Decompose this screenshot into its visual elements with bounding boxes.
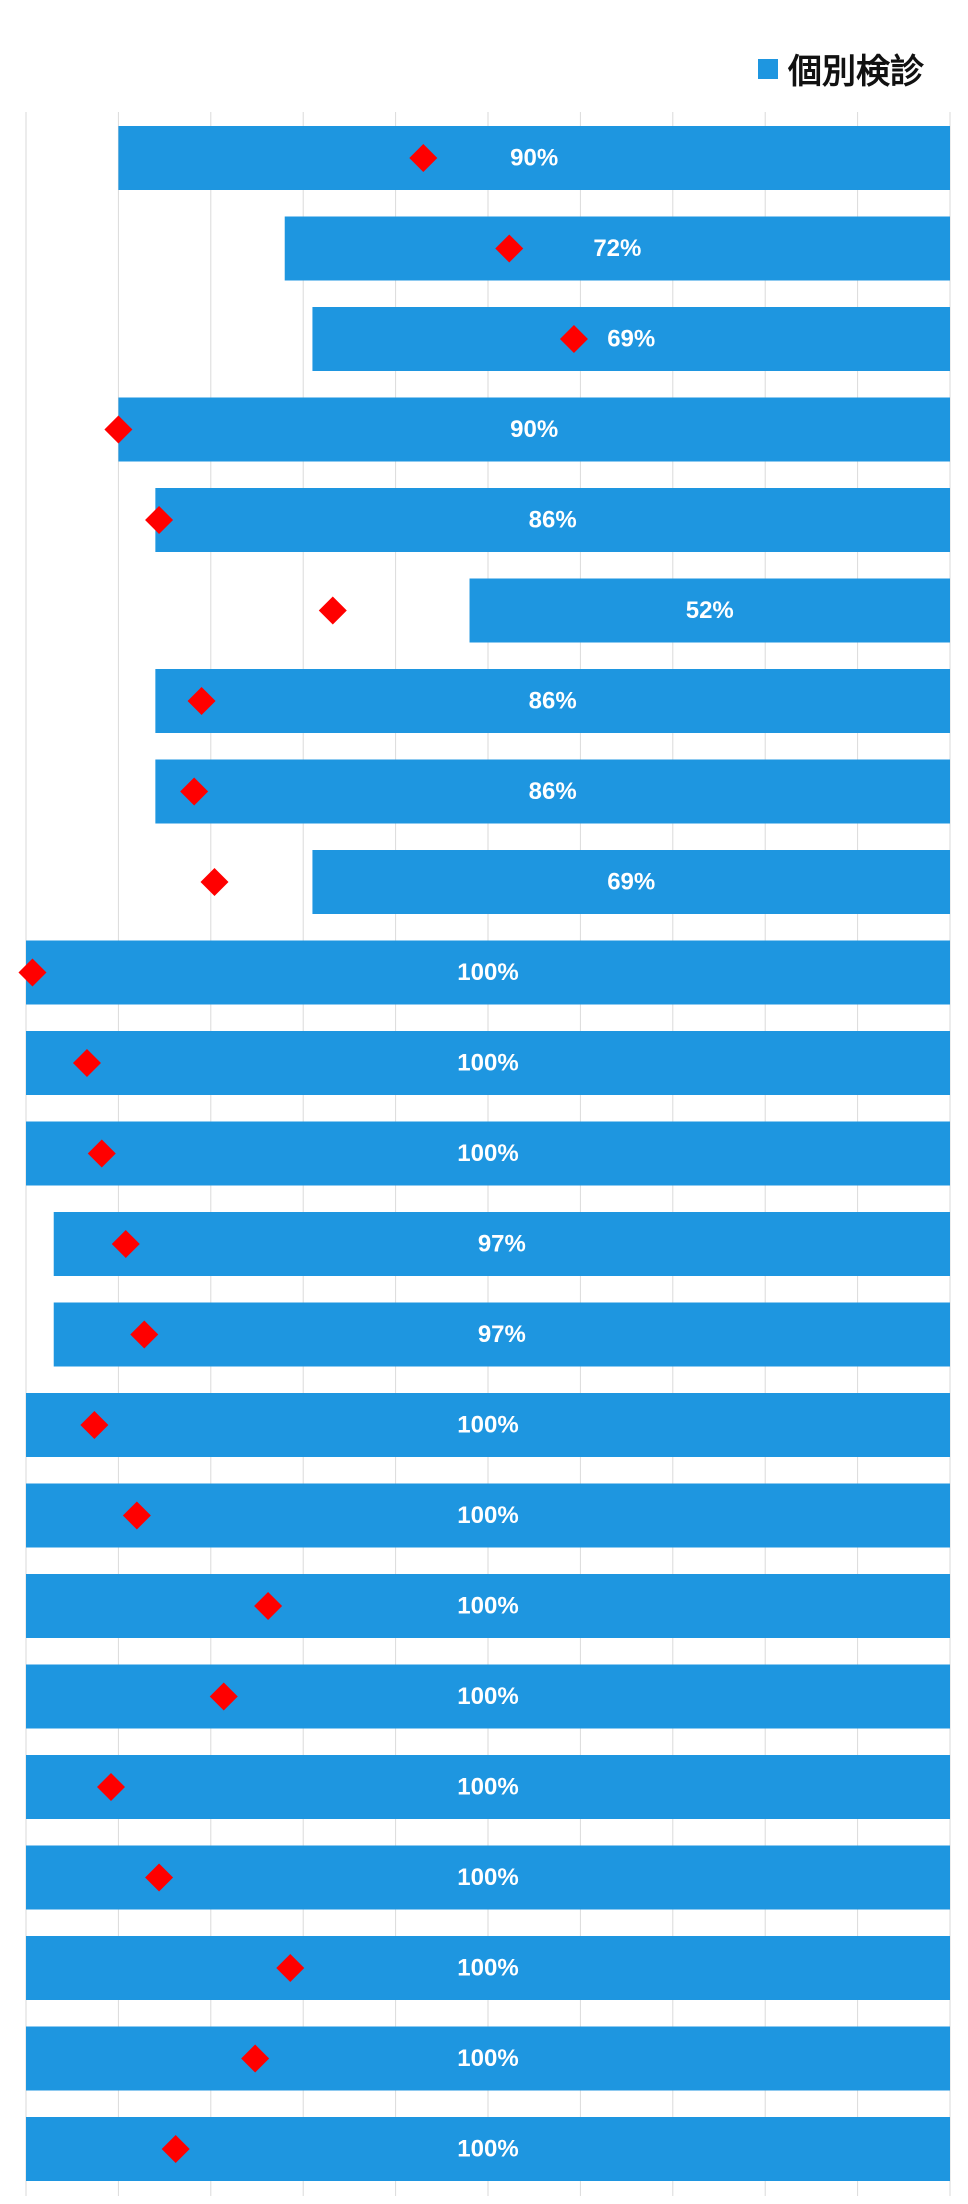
bar-data-label: 100% [457, 1593, 518, 1620]
bar [155, 488, 951, 552]
bar-data-label: 86% [529, 778, 577, 805]
bar-data-label: 100% [457, 959, 518, 986]
bar [26, 1845, 950, 1910]
bar-data-label: 100% [457, 1412, 518, 1439]
bar [26, 1574, 950, 1638]
bar-data-label: 97% [478, 1231, 526, 1258]
bar [284, 216, 951, 281]
bar [312, 307, 950, 371]
diamond-marker [200, 868, 229, 896]
legend-label: 個別検診 [788, 53, 924, 91]
bar-data-label: 100% [457, 2045, 518, 2072]
bar-data-label: 90% [510, 145, 558, 172]
bar [26, 1755, 950, 1819]
diamond-marker [161, 2135, 190, 2163]
diamond-marker [80, 1411, 109, 1439]
bar [26, 940, 950, 1005]
bar-data-label: 90% [510, 416, 558, 443]
bar [26, 2026, 950, 2091]
bar-data-label: 72% [593, 235, 641, 262]
bar-data-label: 100% [457, 1864, 518, 1891]
bar-data-label: 100% [457, 1140, 518, 1167]
diamond-marker [87, 1139, 116, 1168]
bar [118, 397, 950, 462]
legend-swatch [758, 58, 778, 79]
bar-data-label: 69% [607, 869, 655, 896]
diamond-marker [145, 506, 174, 534]
diamond-marker [187, 687, 216, 715]
diamond-marker [111, 1230, 140, 1258]
diamond-marker [241, 2044, 270, 2073]
bar-data-label: 52% [686, 597, 734, 624]
bar-data-label: 69% [607, 326, 655, 353]
bar-data-label: 86% [529, 688, 577, 715]
bar [53, 1212, 951, 1276]
bar-data-label: 100% [457, 1683, 518, 1710]
diamond-marker [18, 958, 47, 987]
diamond-marker [409, 144, 438, 172]
markers [18, 144, 588, 2163]
diamond-marker [180, 777, 209, 806]
bar [26, 1031, 950, 1095]
bar [155, 669, 951, 733]
bar-data-label: 97% [478, 1321, 526, 1348]
bar [53, 1302, 951, 1367]
diamond-marker [276, 1954, 305, 1982]
diamond-marker [72, 1049, 101, 1077]
bar-data-label: 100% [457, 2136, 518, 2163]
diamond-marker [254, 1592, 283, 1620]
bar-data-label: 100% [457, 1774, 518, 1801]
diamond-marker [97, 1773, 126, 1801]
diamond-marker [495, 234, 524, 263]
diamond-marker [130, 1320, 159, 1349]
bar [26, 1393, 950, 1457]
bar [26, 1121, 950, 1186]
diamond-marker [145, 1863, 174, 1892]
bar [118, 126, 950, 190]
bar [26, 1664, 950, 1729]
diamond-marker [209, 1682, 238, 1711]
bar [469, 578, 950, 643]
diamond-marker [104, 415, 133, 444]
bar [312, 850, 950, 914]
diamond-marker [559, 325, 588, 353]
bar-data-label: 86% [529, 507, 577, 534]
bars: 90% 72% 69% 90% 86% 52% 86% 86% 69% 100% 100% 100% 9… [26, 126, 951, 2181]
bar [26, 1483, 950, 1548]
bar [155, 759, 951, 824]
bar [26, 1936, 950, 2000]
bar-data-label: 100% [457, 1050, 518, 1077]
chart-legend: 個別検診 [758, 44, 924, 93]
bar-data-label: 100% [457, 1502, 518, 1529]
diamond-marker [318, 596, 347, 625]
diamond-marker [122, 1501, 151, 1530]
bar-data-label: 100% [457, 1955, 518, 1982]
